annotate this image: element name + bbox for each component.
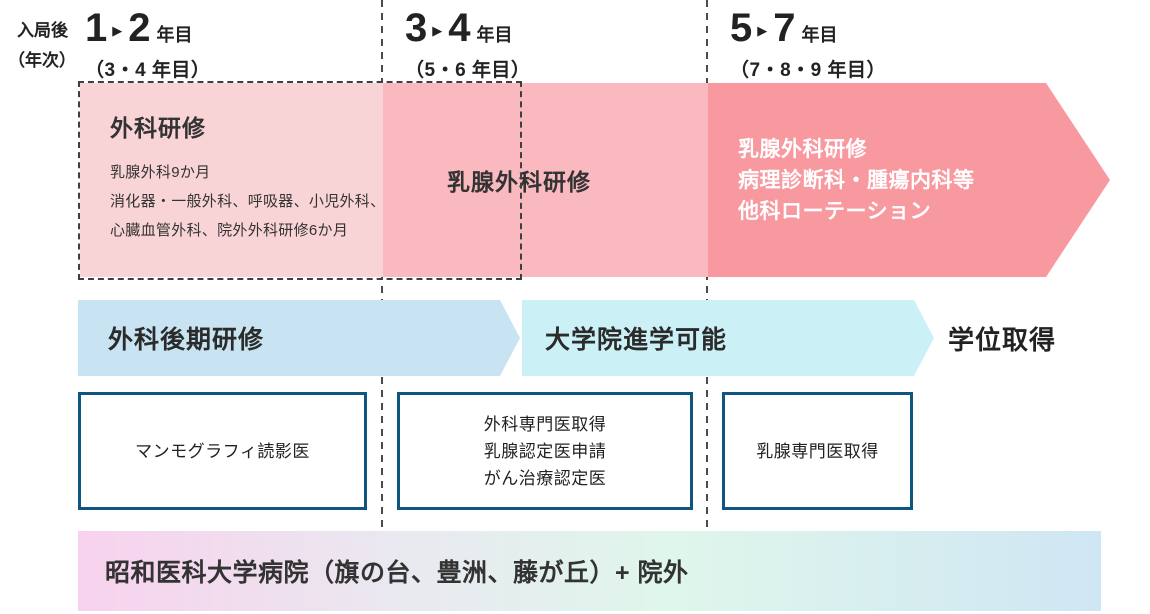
breast-surgery-label: 乳腺外科研修 [447, 169, 591, 195]
cert-line: 乳腺専門医取得 [756, 441, 879, 461]
range-arrow-icon: ▶ [432, 23, 443, 38]
range-arrow-icon: ▶ [757, 23, 768, 38]
cert-box-specialist: 外科専門医取得 乳腺認定医申請 がん治療認定医 [397, 392, 693, 510]
surgical-training-line: 消化器・一般外科、呼吸器、小児外科、 [110, 193, 386, 210]
period-3-from: 5 [730, 6, 752, 50]
period-1-sub: （3・4 年目） [85, 60, 211, 81]
late-surgical-training-arrow: 外科後期研修 [78, 300, 520, 376]
period-3-range: 5 ▶ 7 年目 [730, 8, 886, 48]
cert-line: がん治療認定医 [483, 468, 607, 488]
graduate-school-arrow: 大学院進学可能 [522, 300, 934, 376]
cert-line: 乳腺認定医申請 [483, 441, 607, 461]
period-3-sub: （7・8・9 年目） [730, 60, 886, 81]
period-2-to: 4 [448, 6, 470, 50]
range-arrow-icon: ▶ [112, 23, 123, 38]
hospital-band-label: 昭和医科大学病院（旗の台、豊洲、藤が丘）+ 院外 [105, 559, 689, 587]
rotation-arrow: 乳腺外科研修 病理診断科・腫瘍内科等 他科ローテーション [708, 83, 1110, 277]
cert-box-mammography: マンモグラフィ読影医 [78, 392, 367, 510]
period-3-unit: 年目 [801, 25, 838, 45]
graduate-school-label: 大学院進学可能 [545, 326, 728, 354]
period-1-to: 2 [128, 6, 150, 50]
hospital-band: 昭和医科大学病院（旗の台、豊洲、藤が丘）+ 院外 [78, 531, 1101, 611]
rotation-arrow-line: 病理診断科・腫瘍内科等 [738, 168, 975, 192]
period-2-unit: 年目 [476, 25, 513, 45]
period-2-range: 3 ▶ 4 年目 [405, 8, 530, 48]
period-2-from: 3 [405, 6, 427, 50]
period-header-3: 5 ▶ 7 年目 （7・8・9 年目） [730, 8, 886, 82]
cert-line: 外科専門医取得 [483, 414, 607, 434]
rotation-arrow-line: 他科ローテーション [738, 199, 932, 223]
surgical-training-line: 乳腺外科9か月 [110, 164, 211, 181]
period-2-sub: （5・6 年目） [405, 60, 531, 81]
axis-label-line2: （年次） [8, 51, 76, 70]
cert-box-breast-specialist: 乳腺専門医取得 [722, 392, 913, 510]
period-1-from: 1 [85, 6, 107, 50]
surgical-training-segment: 外科研修 乳腺外科9か月 消化器・一般外科、呼吸器、小児外科、 心臓血管外科、院… [80, 83, 386, 277]
period-header-2: 3 ▶ 4 年目 （5・6 年目） [405, 8, 530, 82]
axis-label: 入局後 （年次） [8, 16, 76, 76]
period-header-1: 1 ▶ 2 年目 （3・4 年目） [85, 8, 210, 82]
period-1-range: 1 ▶ 2 年目 [85, 8, 210, 48]
late-surgical-training-label: 外科後期研修 [108, 326, 265, 354]
axis-label-line1: 入局後 [17, 21, 68, 40]
breast-surgery-segment: 乳腺外科研修 [383, 83, 708, 277]
period-3-to: 7 [773, 6, 795, 50]
surgical-training-title: 外科研修 [110, 115, 206, 141]
degree-label: 学位取得 [948, 324, 1057, 355]
surgical-training-line: 心臓血管外科、院外外科研修6か月 [110, 222, 349, 239]
cert-line: マンモグラフィ読影医 [135, 441, 310, 461]
period-1-unit: 年目 [156, 25, 193, 45]
rotation-arrow-line: 乳腺外科研修 [738, 137, 867, 161]
